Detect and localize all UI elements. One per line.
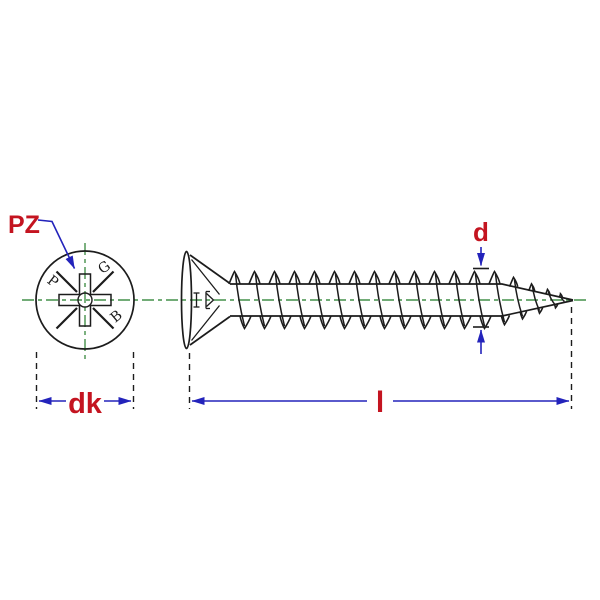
pz-leader-line bbox=[37, 219, 76, 269]
head-cone-bottom bbox=[189, 315, 231, 346]
pz-cross-recess bbox=[58, 273, 112, 327]
thread-crest-bottom bbox=[239, 315, 252, 331]
thread-crest-top bbox=[388, 269, 401, 285]
thread-crest-top bbox=[488, 269, 501, 285]
thread-crest-top bbox=[408, 269, 421, 285]
thread-flank bbox=[454, 273, 466, 327]
thread-flank bbox=[254, 273, 266, 327]
screw-side-view bbox=[180, 250, 574, 350]
thread-crest-top bbox=[308, 269, 321, 285]
thread-crest-bottom bbox=[519, 311, 528, 321]
thread-flank bbox=[560, 296, 565, 303]
thread-flank bbox=[414, 273, 426, 327]
recess-point-mark bbox=[206, 293, 215, 307]
head-face bbox=[180, 250, 193, 350]
extension-lines bbox=[35, 307, 573, 409]
thread-flank bbox=[334, 273, 346, 327]
pz-recess-center bbox=[77, 292, 93, 308]
pz-tick-upper-left bbox=[55, 270, 78, 293]
dimension-lines bbox=[37, 219, 570, 405]
thread-flank bbox=[274, 273, 286, 327]
countersink-edge-top bbox=[190, 259, 221, 295]
thread-crest-bottom bbox=[259, 315, 272, 331]
thread-crest-top bbox=[348, 269, 361, 285]
thread-flank bbox=[354, 273, 366, 327]
thread-crest-top bbox=[558, 291, 564, 298]
head-circle bbox=[35, 250, 135, 350]
thread-crest-top bbox=[268, 269, 281, 285]
countersink-edge-bottom bbox=[190, 305, 221, 341]
thread-flank bbox=[234, 273, 246, 327]
thread-crest-top bbox=[228, 269, 241, 285]
thread-crest-top bbox=[468, 269, 481, 285]
thread-profile bbox=[228, 269, 565, 331]
thread-flank bbox=[531, 286, 541, 312]
thread-crest-top bbox=[288, 269, 301, 285]
thread-flank bbox=[374, 273, 386, 327]
dk-label: dk bbox=[68, 388, 103, 420]
head-cone-top bbox=[189, 254, 231, 285]
thread-crest-top bbox=[428, 269, 441, 285]
thread-crest-top bbox=[248, 269, 261, 285]
thread-flank bbox=[547, 291, 557, 306]
thread-flank bbox=[474, 273, 486, 327]
thread-crest-top bbox=[527, 282, 536, 292]
d-label: d bbox=[473, 217, 489, 247]
thread-crest-top bbox=[544, 287, 551, 295]
d-ticks bbox=[473, 267, 489, 328]
head-top-view bbox=[35, 250, 135, 350]
pz-tick-lower-right bbox=[92, 307, 115, 330]
thread-crest-bottom bbox=[419, 315, 432, 331]
thread-crest-bottom bbox=[319, 315, 332, 331]
recess-section-marks bbox=[190, 259, 221, 341]
dimension-labels: PZ dk d l bbox=[8, 211, 489, 420]
thread-flank bbox=[513, 279, 524, 317]
thread-crest-bottom bbox=[339, 315, 352, 331]
centerlines bbox=[22, 243, 587, 362]
thread-flank bbox=[394, 273, 406, 327]
thread-flank bbox=[494, 273, 506, 323]
thread-crest-bottom bbox=[459, 315, 472, 331]
thread-crest-top bbox=[328, 269, 341, 285]
thread-crest-bottom bbox=[399, 315, 412, 331]
thread-crest-top bbox=[368, 269, 381, 285]
pz-label: PZ bbox=[8, 211, 40, 239]
thread-crest-bottom bbox=[439, 315, 452, 331]
pz-tick-lower-left bbox=[55, 307, 78, 330]
thread-crest-top bbox=[448, 269, 461, 285]
thread-crest-bottom bbox=[279, 315, 292, 331]
thread-crest-top bbox=[508, 275, 519, 288]
pz-tick-upper-right bbox=[92, 270, 115, 293]
thread-crest-bottom bbox=[379, 315, 392, 331]
thread-crest-bottom bbox=[359, 315, 372, 331]
l-label: l bbox=[376, 386, 384, 419]
thread-crest-bottom bbox=[500, 315, 511, 327]
thread-flank bbox=[314, 273, 326, 327]
thread-crest-bottom bbox=[299, 315, 312, 331]
thread-flank bbox=[294, 273, 306, 327]
black-geometry bbox=[35, 250, 574, 409]
thread-crest-bottom bbox=[479, 315, 492, 331]
thread-flank bbox=[434, 273, 446, 327]
